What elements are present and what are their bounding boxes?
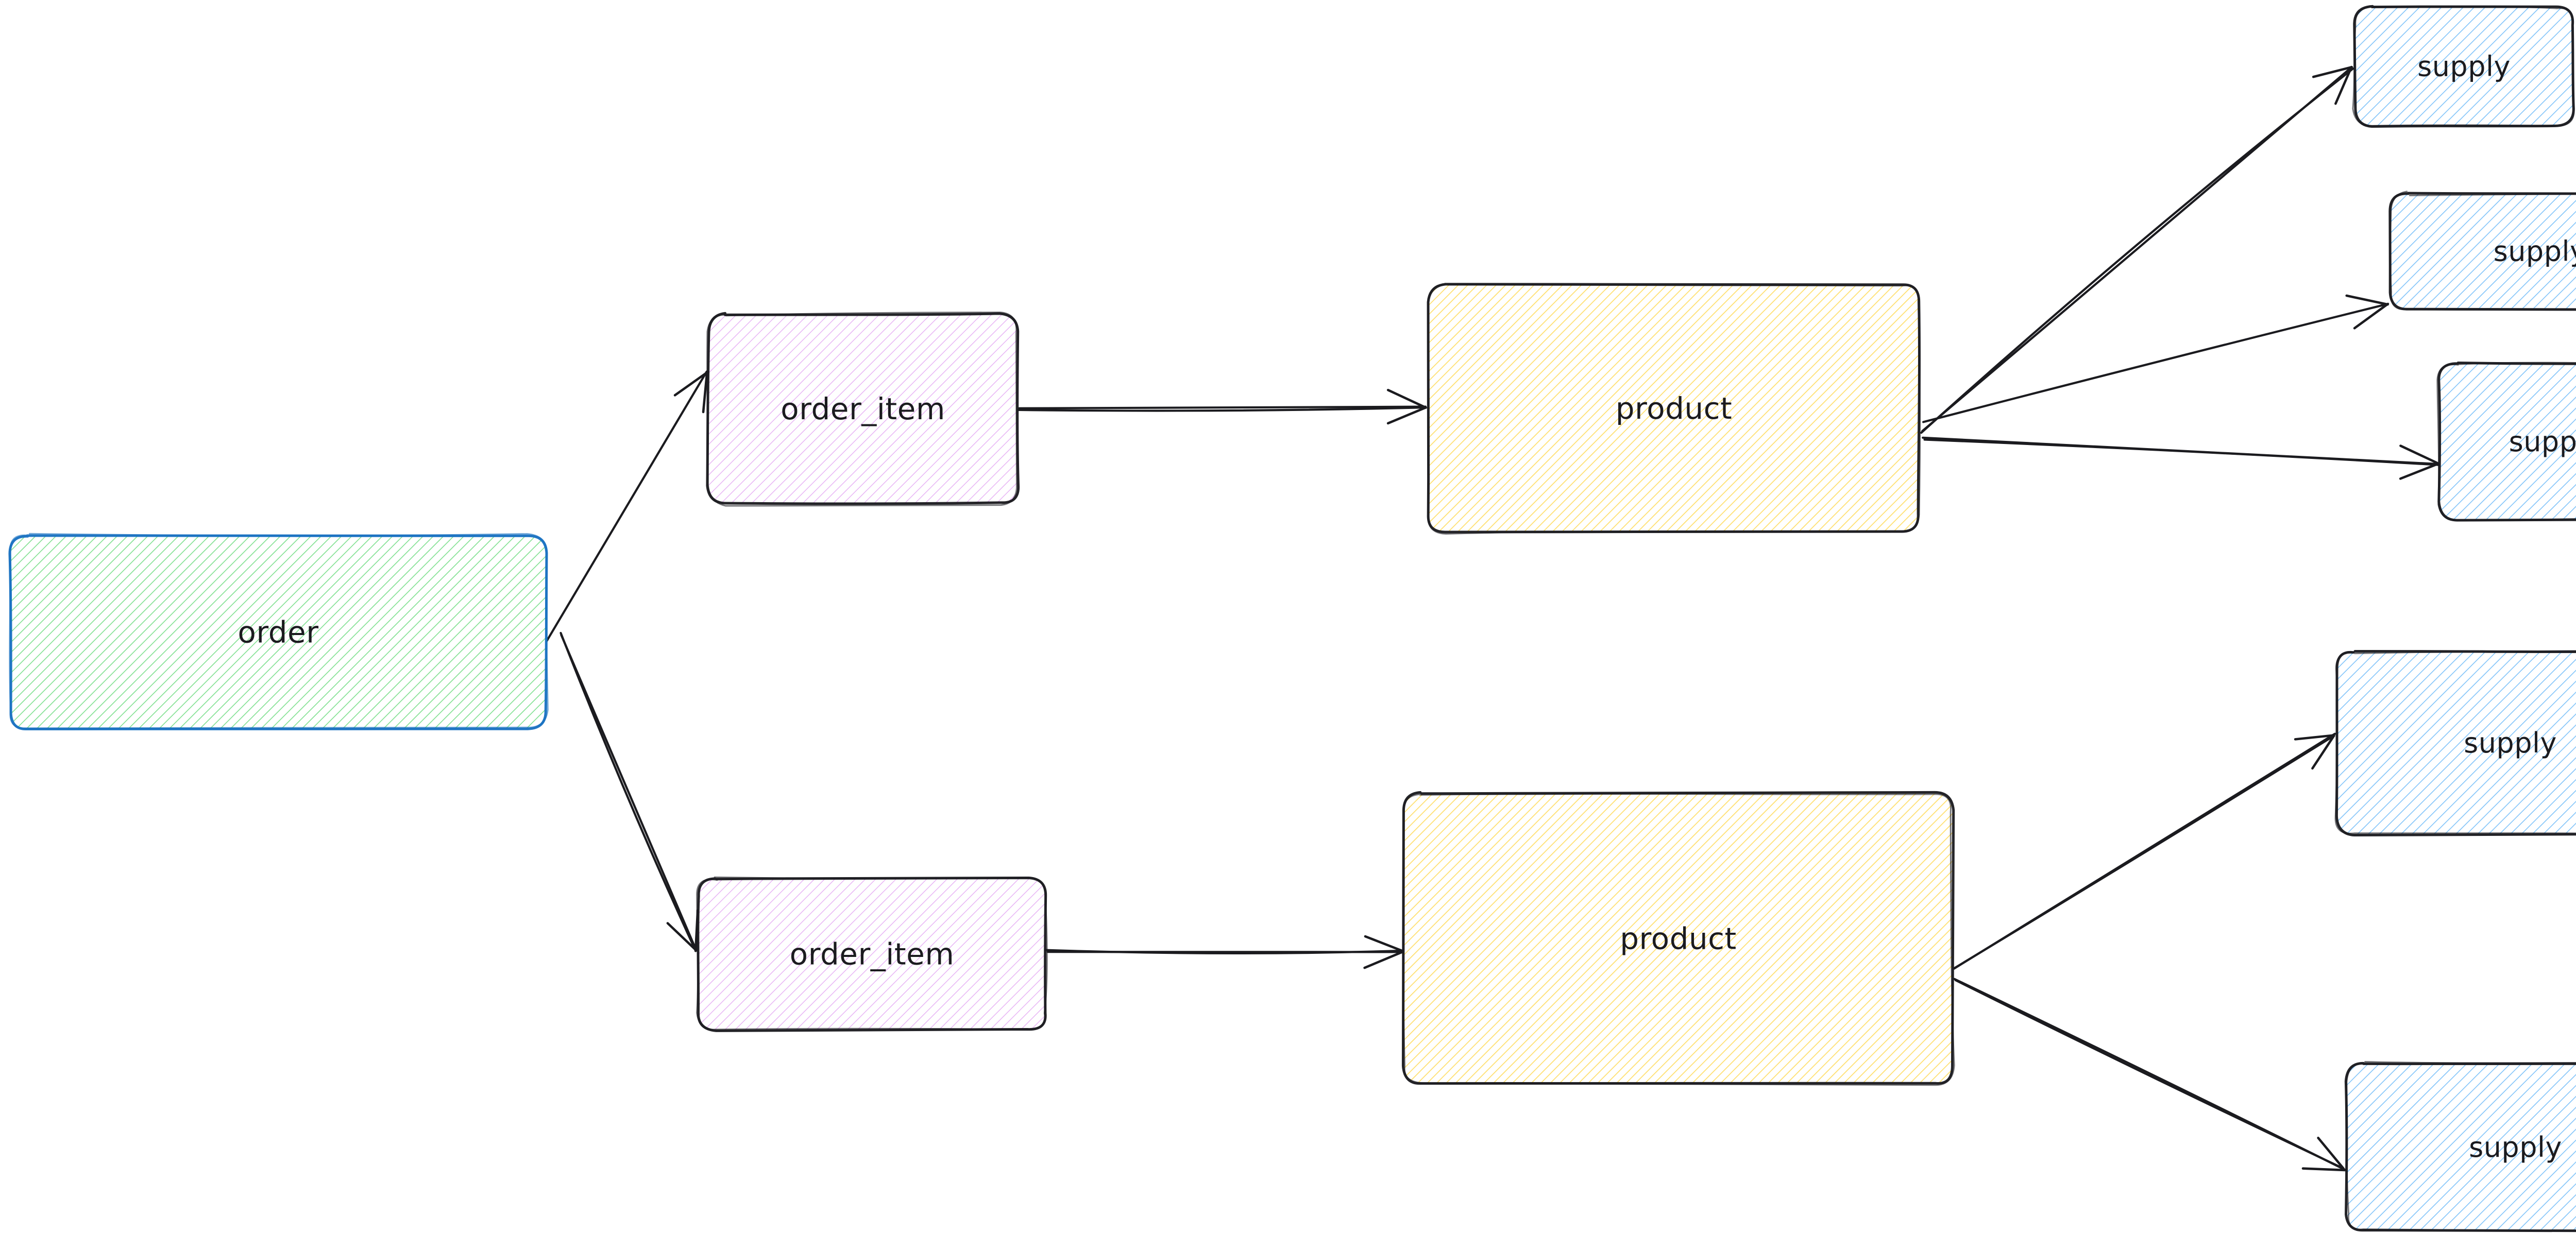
node-fill-supply_3 xyxy=(2439,362,2576,521)
arrowhead-icon xyxy=(1364,935,1404,952)
node-outline-supply_2 xyxy=(2389,191,2576,311)
node-product_1[interactable]: product xyxy=(1427,283,1921,535)
node-label-supply_3: supply xyxy=(2509,425,2576,458)
node-outline-order xyxy=(9,533,549,729)
node-fill-order_item_2 xyxy=(697,877,1047,1031)
arrowhead-icon xyxy=(2311,734,2335,770)
node-supply_1[interactable]: supply xyxy=(2352,5,2575,128)
node-supply_5[interactable]: supply xyxy=(2344,1060,2576,1232)
arrowhead-icon xyxy=(2317,1137,2345,1170)
edge-path xyxy=(1923,438,2440,466)
arrowhead-icon xyxy=(2312,65,2353,78)
arrowhead-icon xyxy=(702,370,708,414)
node-outline-supply_1 xyxy=(2352,5,2575,127)
node-label-order_item_2: order_item xyxy=(790,937,955,972)
node-outline-supply_3 xyxy=(2437,362,2576,522)
node-fill-order_item_1 xyxy=(708,314,1019,504)
node-supply_3[interactable]: supply xyxy=(2436,362,2576,522)
node-label-order_item_1: order_item xyxy=(781,391,945,426)
edge-path xyxy=(1954,979,2345,1170)
node-fill-supply_4 xyxy=(2336,651,2576,834)
node-outline-product_2 xyxy=(1402,793,1955,1086)
node-label-supply_1: supply xyxy=(2417,50,2511,83)
edge-path xyxy=(1922,303,2389,423)
node-supply_2[interactable]: supply xyxy=(2388,191,2576,311)
arrowhead-icon xyxy=(2399,463,2438,480)
arrowhead-icon xyxy=(2301,1167,2346,1172)
edge-product_1-to-supply_2[interactable] xyxy=(1922,294,2389,423)
arrowhead-icon xyxy=(2294,734,2334,741)
edge-order_item_2-to-product_2[interactable] xyxy=(1044,935,1404,969)
node-outline-supply_4 xyxy=(2334,649,2576,834)
arrowhead-icon xyxy=(1386,406,1427,425)
edge-path xyxy=(1018,405,1427,409)
arrowhead-icon xyxy=(2399,444,2439,465)
node-order_item_2[interactable]: order_item xyxy=(696,876,1048,1032)
node-label-supply_4: supply xyxy=(2464,727,2557,759)
edge-product_1-to-supply_1[interactable] xyxy=(1920,65,2354,434)
node-label-order: order xyxy=(238,615,318,650)
arrowhead-icon xyxy=(2345,294,2389,306)
edge-path xyxy=(546,370,708,642)
node-fill-supply_1 xyxy=(2354,7,2574,126)
arrowhead-icon xyxy=(673,370,709,397)
edge-product_1-to-supply_3[interactable] xyxy=(1922,436,2440,480)
node-outline-order_item_1 xyxy=(706,312,1018,507)
node-outline-supply_5 xyxy=(2346,1060,2576,1232)
edges-layer xyxy=(546,65,2440,1172)
node-outline-product_1 xyxy=(1427,284,1921,535)
node-outline-order_item_2 xyxy=(696,876,1048,1031)
edge-path xyxy=(1017,406,1426,412)
node-fill-order xyxy=(9,535,547,729)
edge-order-to-order_item_2[interactable] xyxy=(560,631,699,952)
edge-order-to-order_item_1[interactable] xyxy=(546,370,709,642)
edge-path xyxy=(560,631,697,952)
node-fill-product_1 xyxy=(1428,284,1920,532)
node-label-supply_5: supply xyxy=(2469,1131,2562,1163)
arrowhead-icon xyxy=(666,922,698,952)
node-fill-supply_5 xyxy=(2346,1064,2576,1231)
nodes-layer: orderorder_itemorder_itemproductproducts… xyxy=(8,5,2576,1232)
node-order[interactable]: order xyxy=(8,533,549,731)
node-label-product_1: product xyxy=(1616,391,1733,426)
arrowhead-icon xyxy=(2353,302,2389,330)
node-order_item_1[interactable]: order_item xyxy=(706,312,1020,507)
node-fill-product_2 xyxy=(1404,793,1954,1084)
edge-path xyxy=(560,633,698,952)
node-supply_4[interactable]: supply xyxy=(2334,649,2576,837)
node-outline-supply_3 xyxy=(2436,362,2576,521)
edge-product_2-to-supply_5[interactable] xyxy=(1953,978,2346,1172)
edge-order_item_1-to-product_1[interactable] xyxy=(1017,388,1427,425)
node-product_2[interactable]: product xyxy=(1401,791,1955,1086)
edge-path xyxy=(1920,67,2354,434)
edge-path xyxy=(1953,732,2336,970)
node-fill-supply_2 xyxy=(2389,194,2576,310)
node-label-product_2: product xyxy=(1620,921,1737,956)
arrowhead-icon xyxy=(1363,951,1403,969)
edge-path xyxy=(1044,949,1404,955)
node-label-supply_2: supply xyxy=(2494,235,2576,268)
arrowhead-icon xyxy=(1386,388,1427,409)
edge-product_2-to-supply_4[interactable] xyxy=(1953,732,2336,970)
arrowhead-icon xyxy=(2334,65,2353,105)
